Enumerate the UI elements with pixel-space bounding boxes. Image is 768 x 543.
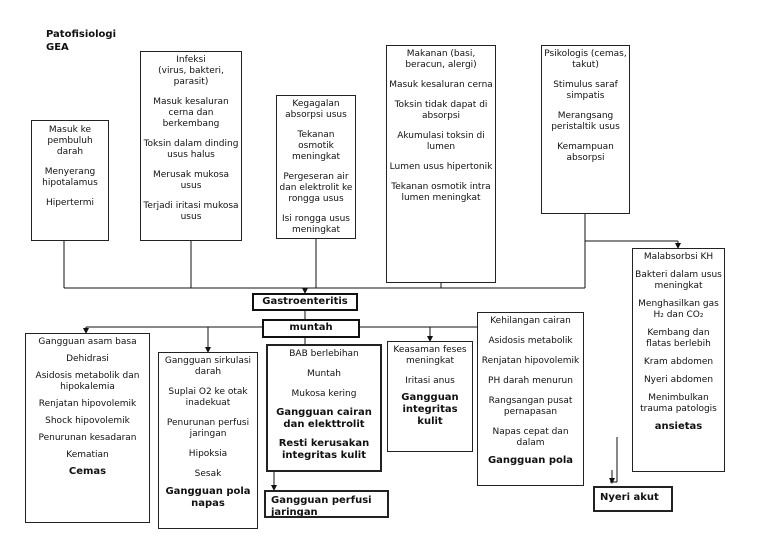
text-mukosa-kering: Mukosa kering bbox=[291, 389, 357, 399]
text-ansietas: ansietas bbox=[654, 421, 703, 432]
text-makanan: Makanan (basi, beracun, alergi) bbox=[405, 49, 477, 70]
box-bab-berlebihan: BAB berlebihan Muntah Mukosa kering Gang… bbox=[266, 344, 382, 472]
text-rangsangan-pusat: Rangsangan pusat pernapasan bbox=[488, 396, 573, 417]
text-dehidrasi: Dehidrasi bbox=[66, 354, 109, 364]
text-isi-rongga-usus: Isi rongga usus meningkat bbox=[281, 214, 350, 235]
text-penurunan-perfusi: Penurunan perfusi jaringan bbox=[166, 418, 250, 439]
text-muntah-2: Muntah bbox=[307, 369, 341, 379]
text-menghasilkan-gas: Menghasilkan gas H₂ dan CO₂ bbox=[638, 299, 719, 320]
text-iritasi-mukosa: Terjadi iritasi mukosa usus bbox=[143, 201, 239, 222]
text-bab-berlebihan: BAB berlebihan bbox=[289, 349, 359, 359]
text-renjatan-hipovolemik: Renjatan hipovolemik bbox=[38, 399, 137, 409]
text-sesak: Sesak bbox=[194, 469, 222, 479]
text-asidosis-metabolik: Asidosis metabolik bbox=[488, 336, 573, 346]
text-menimbulkan-trauma: Menimbulkan trauma patologis bbox=[640, 393, 717, 414]
box-nyeri-akut: Nyeri akut bbox=[593, 486, 673, 512]
text-gangguan-sirkulasi: Gangguan sirkulasi darah bbox=[164, 356, 252, 377]
text-ph-darah: PH darah menurun bbox=[488, 376, 573, 386]
text-toksin-dinding-usus: Toksin dalam dinding usus halus bbox=[143, 139, 239, 160]
text-lumen-hipertonik: Lumen usus hipertonik bbox=[389, 162, 493, 172]
box-infeksi: Infeksi (virus, bakteri, parasit) Masuk … bbox=[140, 51, 242, 241]
box-gangguan-asam-basa: Gangguan asam basa Dehidrasi Asidosis me… bbox=[25, 333, 150, 523]
box-kehilangan-cairan: Kehilangan cairan Asidosis metabolik Ren… bbox=[477, 312, 584, 486]
text-cemas: Cemas bbox=[68, 466, 107, 477]
text-shock-hipovolemik: Shock hipovolemik bbox=[45, 416, 130, 426]
text-kematian: Kematian bbox=[66, 450, 109, 460]
text-infeksi: Infeksi bbox=[176, 55, 206, 65]
text-suplai-o2: Suplai O2 ke otak inadekuat bbox=[168, 387, 248, 408]
box-gangguan-perfusi: Gangguan perfusi jaringan bbox=[264, 490, 389, 518]
text-tekanan-osmotik: Tekanan osmotik meningkat bbox=[291, 130, 341, 162]
text-gangguan-pola-cut: Gangguan pola bbox=[487, 455, 574, 466]
text-malabsorbsi-kh: Malabsorbsi KH bbox=[643, 252, 714, 262]
text-resti-kerusakan: Resti kerusakan integritas kulit bbox=[278, 438, 370, 461]
node-muntah: muntah bbox=[262, 319, 360, 338]
box-psikologis: Psikologis (cemas, takut) Stimulus saraf… bbox=[541, 45, 630, 214]
text-kegagalan-absorpsi: Kegagalan absorpsi usus bbox=[285, 99, 347, 120]
text-merangsang-peristaltik: Merangsang peristaltik usus bbox=[551, 111, 620, 132]
text-masuk-kesaluran-cerna: Masuk kesaluran cerna dan berkembang bbox=[153, 97, 229, 129]
text-kemampuan-absorpsi: Kemampuan absorpsi bbox=[557, 142, 614, 163]
text-toksin-tidak-absorpsi: Toksin tidak dapat di absorpsi bbox=[394, 100, 488, 121]
diagram-title: Patofisiologi GEA bbox=[46, 29, 117, 53]
text-masuk-pembuluh-darah: Masuk ke pembuluh darah bbox=[47, 125, 93, 157]
text-gangguan-cairan: Gangguan cairan dan elekttrolit bbox=[276, 407, 372, 430]
box-malabsorbsi: Malabsorbsi KH Bakteri dalam usus mening… bbox=[632, 248, 725, 472]
text-keasaman-feses: Keasaman feses meningkat bbox=[393, 345, 467, 366]
text-asidosis-hipokalemia: Asidosis metabolik dan hipokalemia bbox=[35, 371, 140, 392]
text-akumulasi-toksin: Akumulasi toksin di lumen bbox=[397, 131, 485, 152]
text-kehilangan-cairan: Kehilangan cairan bbox=[490, 316, 571, 326]
text-kram-abdomen: Kram abdomen bbox=[643, 357, 714, 367]
text-menyerang-hipotalamus: Menyerang hipotalamus bbox=[42, 167, 98, 188]
text-masuk-kesaluran-cerna-2: Masuk kesaluran cerna bbox=[389, 80, 493, 90]
text-tekanan-osmotik-lumen: Tekanan osmotik intra lumen meningkat bbox=[391, 182, 491, 203]
box-keasaman-feses: Keasaman feses meningkat Iritasi anus Ga… bbox=[387, 341, 473, 452]
text-napas-cepat: Napas cepat dan dalam bbox=[492, 427, 569, 448]
text-gangguan-asam-basa: Gangguan asam basa bbox=[38, 337, 137, 347]
text-gangguan-perfusi-jaringan: Gangguan perfusi jaringan bbox=[271, 495, 372, 518]
text-penurunan-kesadaran: Penurunan kesadaran bbox=[38, 433, 137, 443]
text-kembang-flatas: Kembang dan flatas berlebih bbox=[646, 328, 711, 349]
text-gangguan-integritas-kulit: Gangguan integritas kulit bbox=[401, 392, 459, 427]
text-psikologis: Psikologis (cemas, takut) bbox=[544, 49, 627, 70]
box-hipertermi-chain: Masuk ke pembuluh darah Menyerang hipota… bbox=[31, 120, 109, 241]
text-hipertermi: Hipertermi bbox=[45, 198, 95, 208]
text-iritasi-anus: Iritasi anus bbox=[405, 376, 455, 386]
text-merusak-mukosa: Merusak mukosa usus bbox=[152, 170, 230, 191]
node-gastroenteritis: Gastroenteritis bbox=[252, 293, 358, 311]
box-kegagalan-absorpsi: Kegagalan absorpsi usus Tekanan osmotik … bbox=[276, 95, 356, 239]
text-stimulus-saraf: Stimulus saraf simpatis bbox=[553, 80, 618, 101]
text-pergeseran-air: Pergeseran air dan elektrolit ke rongga … bbox=[279, 172, 353, 204]
text-nyeri-abdomen: Nyeri abdomen bbox=[643, 375, 714, 385]
text-virus-bakteri-parasit: (virus, bakteri, parasit) bbox=[158, 66, 224, 87]
box-makanan: Makanan (basi, beracun, alergi) Masuk ke… bbox=[386, 45, 496, 283]
text-nyeri-akut: Nyeri akut bbox=[600, 492, 659, 503]
box-gangguan-sirkulasi: Gangguan sirkulasi darah Suplai O2 ke ot… bbox=[158, 352, 258, 529]
text-renjatan-hipovolemik-2: Renjatan hipovolemik bbox=[481, 356, 580, 366]
text-bakteri-dalam-usus: Bakteri dalam usus meningkat bbox=[635, 270, 722, 291]
text-hipoksia: Hipoksia bbox=[188, 449, 228, 459]
text-gangguan-pola-napas: Gangguan pola napas bbox=[165, 486, 251, 509]
